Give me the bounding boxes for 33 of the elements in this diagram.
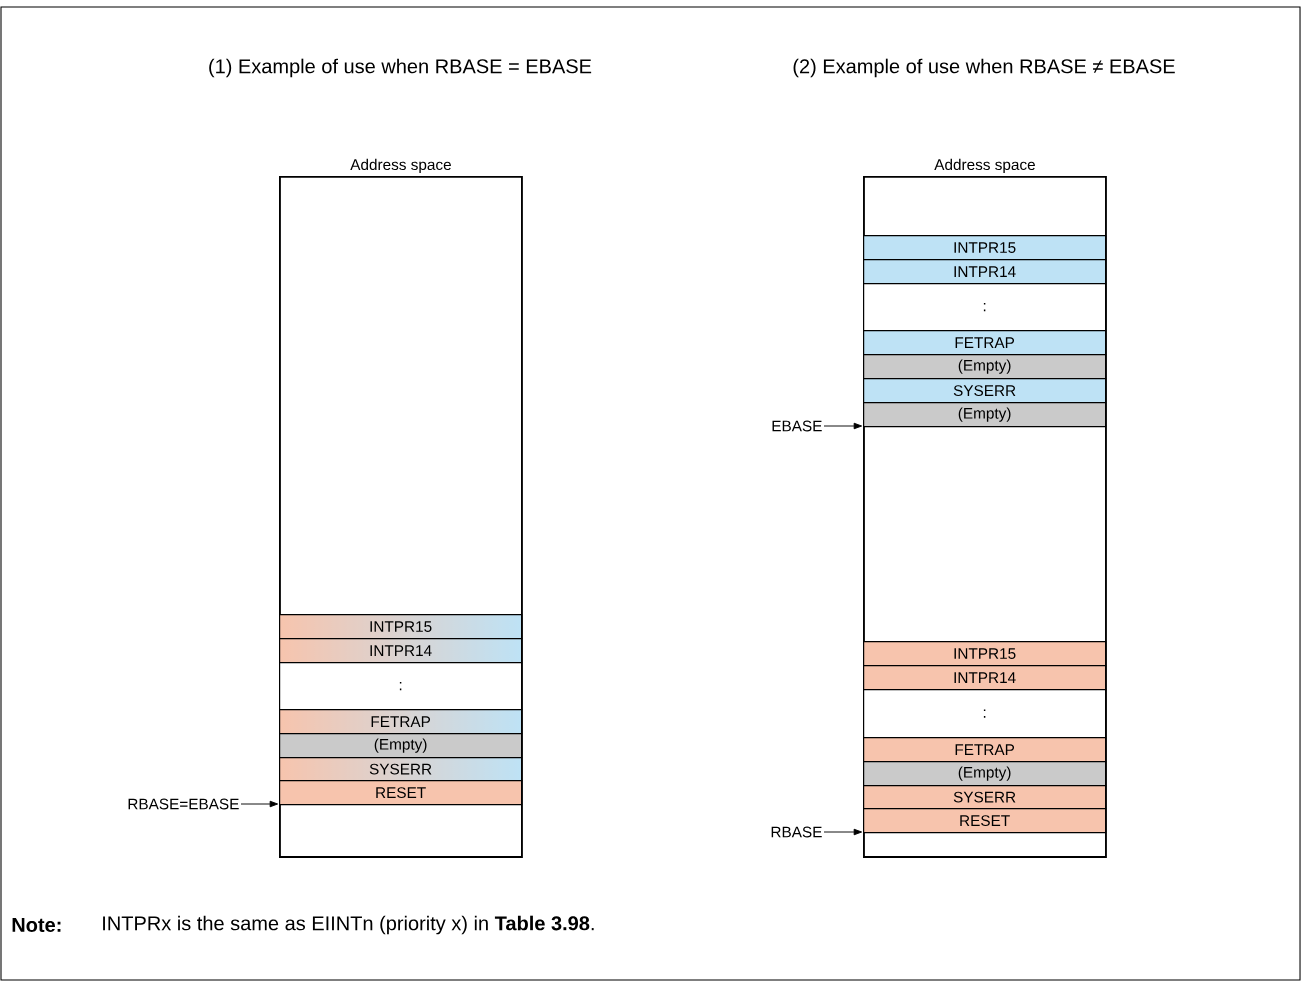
memory-row: RESET (279, 780, 523, 806)
arrow (823, 828, 863, 836)
memory-row: (Empty) (863, 354, 1107, 380)
pointer-label: RBASE (771, 826, 822, 838)
memory-row: INTPR14 (863, 259, 1107, 285)
memory-row: (Empty) (863, 402, 1107, 428)
memory-row: INTPR15 (863, 235, 1107, 261)
memory-row: : (279, 662, 523, 711)
memory-row: FETRAP (863, 330, 1107, 356)
memory-row: SYSERR (863, 785, 1107, 810)
memory-row: SYSERR (279, 757, 523, 782)
memory-row: : (863, 283, 1107, 332)
panel-heading: (2) Example of use when RBASE ≠ EBASE (793, 58, 1175, 78)
pointer-label: RBASE=EBASE (128, 798, 239, 810)
panel-heading: (1) Example of use when RBASE = EBASE (209, 58, 592, 78)
memory-row: (Empty) (863, 761, 1107, 787)
note-text: INTPRx is the same as EIINTn (priority x) in Table 3.98. (103, 915, 594, 935)
pointer-label: EBASE (772, 420, 822, 432)
arrow (240, 800, 279, 808)
memory-row: : (863, 689, 1107, 739)
memory-row: FETRAP (279, 709, 523, 735)
node-label: Address space (350, 158, 451, 174)
arrow (823, 422, 863, 430)
memory-row: INTPR14 (279, 638, 523, 664)
memory-row: SYSERR (863, 378, 1107, 404)
note-label: Note: (12, 918, 61, 932)
memory-row: INTPR15 (863, 641, 1107, 667)
node-label: Address space (934, 158, 1035, 174)
memory-row: FETRAP (863, 737, 1107, 763)
memory-row: (Empty) (279, 733, 523, 759)
memory-row: INTPR14 (863, 665, 1107, 691)
memory-row: RESET (863, 808, 1107, 834)
memory-row: INTPR15 (279, 614, 523, 640)
